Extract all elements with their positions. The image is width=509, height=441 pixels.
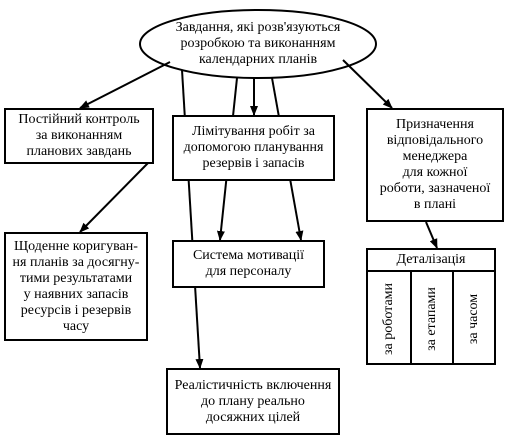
root-ellipse — [139, 9, 377, 79]
box-realistic-goals: Реалістичність включення до плану реальн… — [166, 368, 340, 435]
box-motivation-system: Система мотивації для персоналу — [172, 240, 325, 288]
detail-table: Деталізація за роботами за етапами за ча… — [366, 248, 496, 365]
detail-col-by-time-label: за часом — [466, 293, 481, 344]
detail-title: Деталізація — [368, 250, 494, 272]
box-work-limiting: Лімітування робіт за допомогою плануванн… — [172, 115, 335, 181]
detail-col-by-time: за часом — [452, 272, 494, 365]
arrow-root-to-manager — [342, 59, 393, 109]
arrow-root-to-control — [79, 61, 171, 109]
arrow-control-to-correction — [79, 162, 149, 233]
box-constant-control: Постійний контроль за виконанням планови… — [4, 108, 154, 164]
arrow-manager-to-detail — [425, 221, 438, 249]
box-manager-assignment: Призначення відповідального менеджера дл… — [366, 108, 504, 222]
detail-col-by-stages: за етапами — [410, 272, 452, 365]
detail-col-by-works-label: за роботами — [381, 282, 397, 355]
detail-col-by-works: за роботами — [368, 272, 410, 365]
detail-col-by-stages-label: за етапами — [424, 286, 439, 351]
root-task-label: Завдання, які розв'язуються розробкою та… — [175, 20, 341, 67]
box-daily-correction: Щоденне коригуван- ня планів за досягну-… — [4, 232, 148, 341]
